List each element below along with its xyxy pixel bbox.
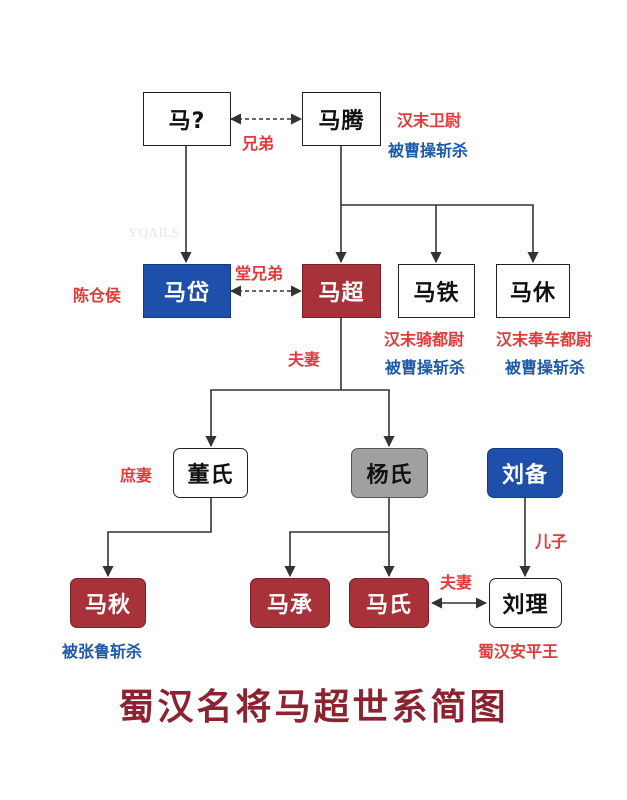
node-ma-tie: 马铁: [398, 264, 475, 318]
ma-xiu-fate: 被曹操斩杀: [505, 358, 586, 377]
ma-teng-sons-branch-line: [341, 204, 539, 264]
spouse-li-label: 夫妻: [440, 573, 473, 592]
ma-tie-title: 汉末骑都尉: [384, 330, 465, 349]
node-ma-qiu: 马秋: [70, 578, 146, 628]
node-ma-xiu: 马休: [496, 264, 570, 318]
node-yang-shi: 杨氏: [351, 448, 428, 498]
node-liu-bei: 刘备: [487, 448, 563, 498]
node-ma-dai: 马岱: [143, 264, 231, 318]
son-label: 儿子: [535, 532, 568, 551]
to-dong-shi-line: [205, 389, 341, 448]
node-ma-chao: 马超: [302, 264, 381, 318]
dong-shi-to-ma-qiu-line: [102, 498, 212, 578]
ma-dai-title: 陈仓侯: [73, 286, 122, 305]
liu-li-title: 蜀汉安平王: [478, 642, 559, 661]
ma-teng-title: 汉末卫尉: [397, 111, 462, 130]
ma-tie-fate: 被曹操斩杀: [385, 358, 466, 377]
watermark-text: YQAILS: [128, 226, 180, 241]
page-title: 蜀汉名将马超世系简图: [118, 686, 509, 728]
node-ma-unknown: 马?: [143, 92, 231, 146]
brothers-label: 兄弟: [242, 134, 275, 153]
cousins-label: 堂兄弟: [235, 264, 284, 283]
node-dong-shi: 董氏: [173, 448, 248, 498]
ma-teng-fate: 被曹操斩杀: [388, 141, 469, 160]
concubine-label: 庶妻: [120, 466, 153, 485]
node-ma-teng: 马腾: [302, 92, 381, 146]
ma-qiu-fate: 被张鲁斩杀: [62, 642, 143, 661]
spouse-chao-label: 夫妻: [288, 350, 321, 369]
ma-xiu-title: 汉末奉车都尉: [496, 330, 593, 349]
node-ma-shi: 马氏: [349, 578, 429, 628]
node-ma-cheng: 马承: [250, 578, 330, 628]
node-liu-li: 刘理: [489, 578, 562, 628]
to-ma-cheng-line: [284, 531, 389, 578]
to-yang-shi-line: [341, 389, 395, 448]
